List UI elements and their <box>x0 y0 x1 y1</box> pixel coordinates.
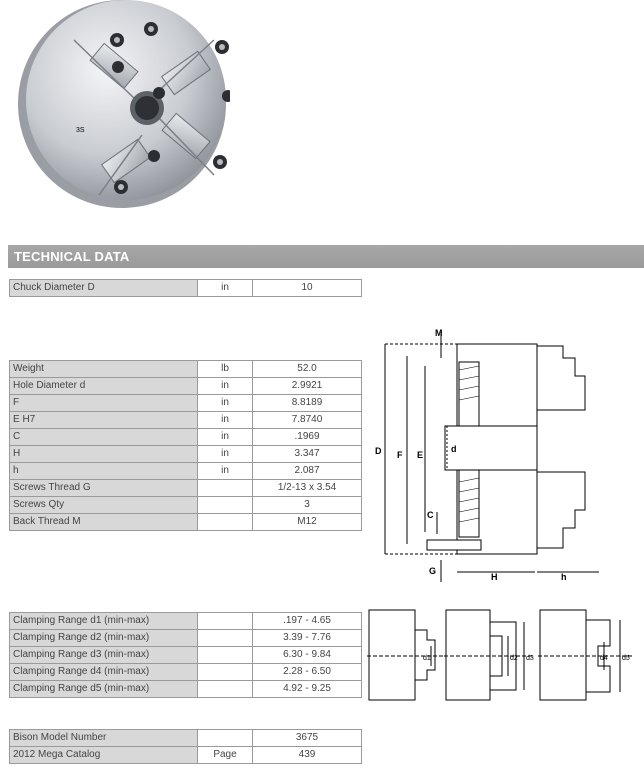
catalog-table: Bison Model Number 3675 2012 Mega Catalog… <box>9 729 362 764</box>
row-value: 52.0 <box>252 360 362 378</box>
row-label: Bison Model Number <box>9 729 198 747</box>
row-label: Screws Thread G <box>9 479 198 497</box>
row-unit <box>197 729 253 747</box>
dim-label-G: G <box>429 566 436 576</box>
row-label: 2012 Mega Catalog <box>9 746 198 764</box>
row-value: 2.9921 <box>252 377 362 395</box>
svg-text:3S: 3S <box>76 127 85 134</box>
row-label: E H7 <box>9 411 198 429</box>
row-value: 2.28 - 6.50 <box>252 663 362 681</box>
row-label: F <box>9 394 198 412</box>
table-row: Clamping Range d4 (min-max) 2.28 - 6.50 <box>9 663 362 681</box>
table-row: Screws Qty 3 <box>9 496 362 514</box>
clamping-range-table: Clamping Range d1 (min-max) .197 - 4.65 C… <box>9 612 362 698</box>
row-label: Clamping Range d4 (min-max) <box>9 663 198 681</box>
dim-label-d4: d4 <box>600 655 608 662</box>
row-unit <box>197 663 253 681</box>
row-value: .197 - 4.65 <box>252 612 362 630</box>
row-unit: in <box>197 377 253 395</box>
row-label: Weight <box>9 360 198 378</box>
row-unit <box>197 612 253 630</box>
dim-label-d5: d5 <box>622 655 630 662</box>
dim-label-D: D <box>375 446 382 456</box>
dim-label-d: d <box>451 444 457 454</box>
row-label: Clamping Range d3 (min-max) <box>9 646 198 664</box>
row-label: Chuck Diameter D <box>9 279 198 297</box>
row-label: Clamping Range d1 (min-max) <box>9 612 198 630</box>
row-label: Screws Qty <box>9 496 198 514</box>
dim-label-C: C <box>427 510 434 520</box>
row-unit: lb <box>197 360 253 378</box>
row-unit <box>197 680 253 698</box>
dim-label-M: M <box>435 328 443 338</box>
chuck-diameter-table: Chuck Diameter D in 10 <box>9 279 362 297</box>
row-unit: in <box>197 279 253 297</box>
dim-label-F: F <box>397 450 403 460</box>
row-label: Clamping Range d5 (min-max) <box>9 680 198 698</box>
row-value: 8.8189 <box>252 394 362 412</box>
dim-label-H: H <box>491 572 498 582</box>
row-unit: in <box>197 394 253 412</box>
table-row: Bison Model Number 3675 <box>9 729 362 747</box>
row-value: 6.30 - 9.84 <box>252 646 362 664</box>
clamping-drawing-d1: d1 <box>367 609 445 701</box>
row-value: 3 <box>252 496 362 514</box>
row-value: 4.92 - 9.25 <box>252 680 362 698</box>
chuck-product-photo: 3S <box>18 0 230 208</box>
row-value: 3.39 - 7.76 <box>252 629 362 647</box>
row-value: M12 <box>252 513 362 531</box>
row-unit: Page <box>197 746 253 764</box>
row-unit <box>197 479 253 497</box>
table-row: Clamping Range d3 (min-max) 6.30 - 9.84 <box>9 646 362 664</box>
row-label: C <box>9 428 198 446</box>
row-unit <box>197 513 253 531</box>
table-row: Screws Thread G 1/2-13 x 3.54 <box>9 479 362 497</box>
row-value: 3.347 <box>252 445 362 463</box>
row-unit: in <box>197 411 253 429</box>
clamping-drawing-d2-d3: d2 d3 <box>444 609 534 701</box>
row-value: 3675 <box>252 729 362 747</box>
dim-label-E: E <box>417 450 423 460</box>
clamping-drawing-d4-d5: d4 d5 <box>538 609 632 701</box>
dim-label-d1: d1 <box>423 655 431 662</box>
dim-label-d3: d3 <box>526 655 534 662</box>
row-label: Clamping Range d2 (min-max) <box>9 629 198 647</box>
row-label: Hole Diameter d <box>9 377 198 395</box>
row-unit: in <box>197 462 253 480</box>
table-row: Clamping Range d2 (min-max) 3.39 - 7.76 <box>9 629 362 647</box>
row-value: 7.8740 <box>252 411 362 429</box>
row-label: H <box>9 445 198 463</box>
row-unit <box>197 646 253 664</box>
table-row: Chuck Diameter D in 10 <box>9 279 362 297</box>
table-row: Back Thread M M12 <box>9 513 362 531</box>
row-value: 439 <box>252 746 362 764</box>
table-row: Clamping Range d1 (min-max) .197 - 4.65 <box>9 612 362 630</box>
row-label: Back Thread M <box>9 513 198 531</box>
row-unit <box>197 629 253 647</box>
section-title: TECHNICAL DATA <box>14 249 130 264</box>
row-unit <box>197 496 253 514</box>
row-value: 1/2-13 x 3.54 <box>252 479 362 497</box>
row-value: 2.087 <box>252 462 362 480</box>
row-unit: in <box>197 445 253 463</box>
table-row: Clamping Range d5 (min-max) 4.92 - 9.25 <box>9 680 362 698</box>
row-value: .1969 <box>252 428 362 446</box>
dim-label-h: h <box>561 572 567 582</box>
chuck-cross-section-drawing: M D F E d C G H h <box>375 328 599 582</box>
dim-label-d2: d2 <box>510 655 518 662</box>
row-value: 10 <box>252 279 362 297</box>
row-label: h <box>9 462 198 480</box>
technical-data-header: TECHNICAL DATA <box>8 245 644 268</box>
row-unit: in <box>197 428 253 446</box>
